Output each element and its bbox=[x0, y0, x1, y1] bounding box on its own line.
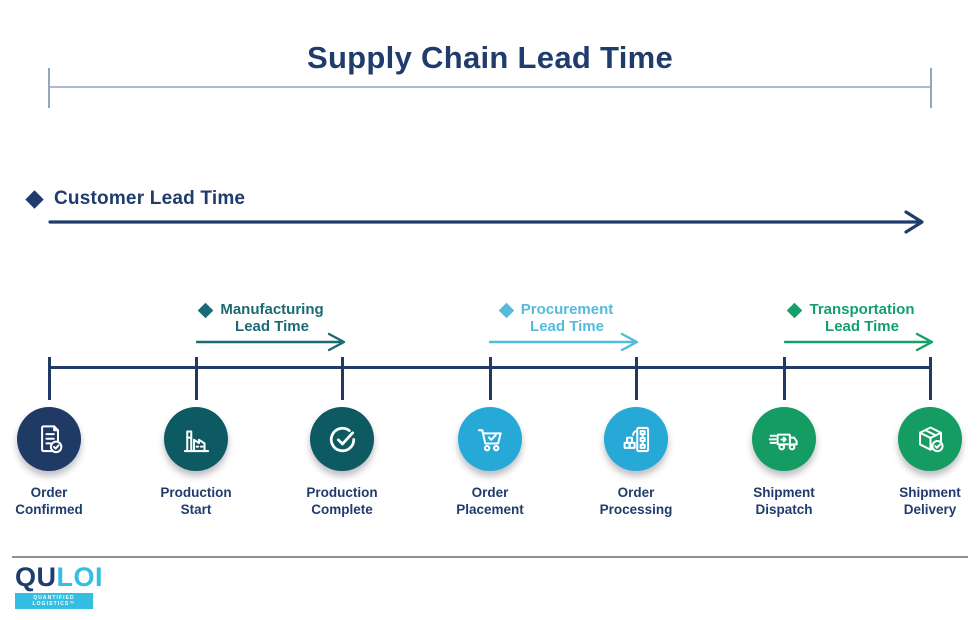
top-ruler-left-tick bbox=[48, 68, 50, 108]
timeline-tick bbox=[635, 357, 638, 400]
milestone-label: Production Start bbox=[160, 485, 232, 517]
procurement-lead-time-label-group: Procurement Lead Time bbox=[462, 301, 652, 335]
milestone-shipment-delivery: Shipment Delivery bbox=[875, 407, 980, 518]
milestone-order-confirmed: Order Confirmed bbox=[0, 407, 104, 518]
timeline-tick bbox=[929, 357, 932, 400]
diamond-bullet-icon bbox=[198, 302, 214, 319]
timeline-tick bbox=[489, 357, 492, 400]
logo-text-qu: QU bbox=[15, 562, 57, 592]
quloi-logo: QULOI QUANTIFIED LOGISTICS™ bbox=[15, 564, 103, 609]
document-check-icon bbox=[17, 407, 81, 471]
manufacturing-lead-time-label-group: Manufacturing Lead Time bbox=[167, 301, 357, 335]
procurement-lead-time-arrow bbox=[489, 332, 639, 352]
milestone-production-start: Production Start bbox=[141, 407, 251, 518]
milestone-label: Shipment Delivery bbox=[899, 485, 961, 517]
timeline-tick bbox=[341, 357, 344, 400]
milestone-label: Shipment Dispatch bbox=[753, 485, 815, 517]
cart-check-icon bbox=[458, 407, 522, 471]
truck-icon bbox=[752, 407, 816, 471]
diamond-bullet-icon bbox=[498, 302, 515, 319]
milestone-label: Order Processing bbox=[599, 485, 673, 517]
box-check-icon bbox=[898, 407, 962, 471]
diamond-bullet-icon bbox=[787, 302, 803, 319]
page-title: Supply Chain Lead Time bbox=[306, 40, 674, 75]
milestone-label: Order Placement bbox=[456, 485, 524, 517]
transportation-lead-time-arrow bbox=[784, 332, 934, 352]
logo-text-loi: LOI bbox=[56, 562, 103, 592]
transportation-lead-time-label-group: Transportation Lead Time bbox=[757, 301, 947, 335]
customer-lead-time-arrow bbox=[48, 210, 924, 234]
milestone-shipment-dispatch: Shipment Dispatch bbox=[729, 407, 839, 518]
transportation-lead-time-label: Transportation Lead Time bbox=[809, 301, 915, 335]
milestone-label: Order Confirmed bbox=[15, 485, 83, 517]
logo-tagline: QUANTIFIED LOGISTICS™ bbox=[15, 593, 93, 609]
top-ruler-line bbox=[49, 86, 931, 88]
manufacturing-lead-time-label: Manufacturing Lead Time bbox=[220, 301, 324, 335]
timeline-tick bbox=[195, 357, 198, 400]
footer-divider bbox=[12, 556, 968, 558]
timeline-tick bbox=[783, 357, 786, 400]
procurement-lead-time-label: Procurement Lead Time bbox=[520, 301, 614, 335]
milestone-order-processing: Order Processing bbox=[581, 407, 691, 518]
milestone-production-complete: Production Complete bbox=[287, 407, 397, 518]
milestone-order-placement: Order Placement bbox=[435, 407, 545, 518]
process-doc-icon bbox=[604, 407, 668, 471]
customer-lead-time-label: Customer Lead Time bbox=[54, 188, 246, 209]
timeline-tick bbox=[48, 357, 51, 400]
diamond-bullet-icon bbox=[25, 189, 44, 209]
customer-lead-time-label-group: Customer Lead Time bbox=[25, 188, 246, 210]
factory-icon bbox=[164, 407, 228, 471]
top-ruler-right-tick bbox=[930, 68, 932, 108]
milestone-label: Production Complete bbox=[306, 485, 378, 517]
check-circle-icon bbox=[310, 407, 374, 471]
manufacturing-lead-time-arrow bbox=[196, 332, 346, 352]
